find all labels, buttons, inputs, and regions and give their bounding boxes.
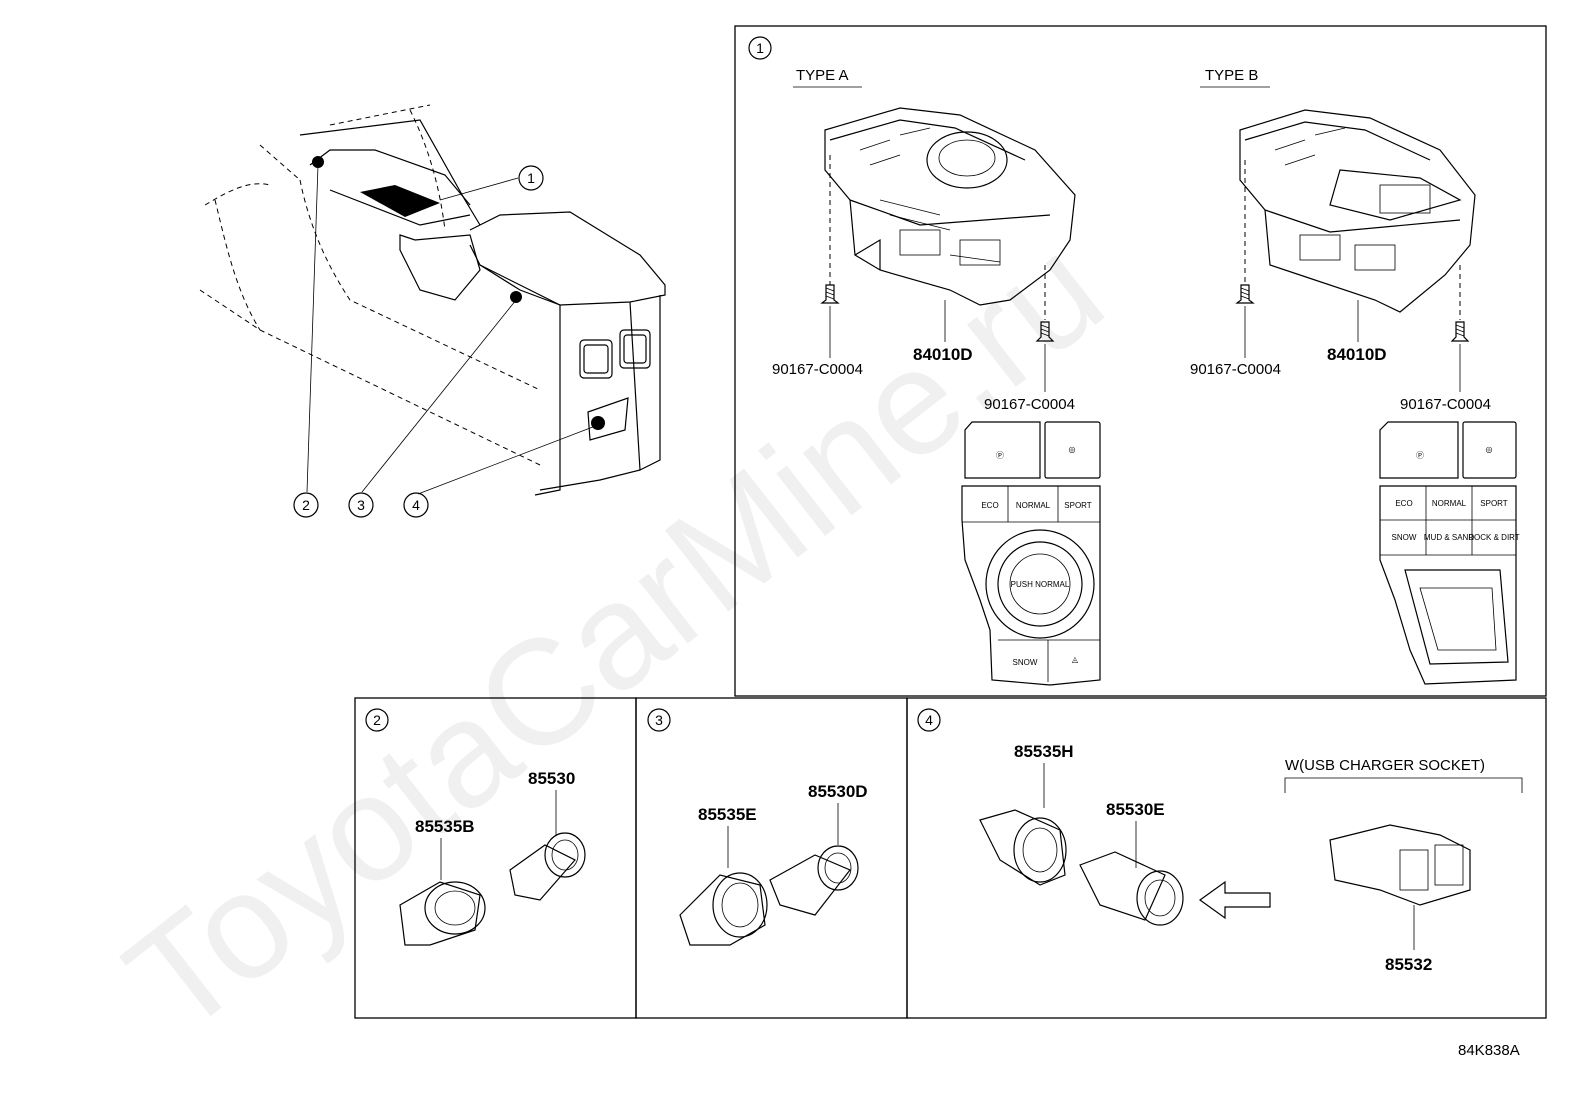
type-a: TYPE A 90167-C0004 (772, 67, 1101, 686)
panel-3-callout: 3 (655, 712, 663, 728)
panel-4-part-85532: 85532 (1385, 955, 1432, 974)
panel-3-socket-85530D[interactable] (769, 845, 859, 916)
svg-text:Ⓟ: Ⓟ (1416, 451, 1424, 460)
type-a-push-normal-knob[interactable]: PUSH NORMAL (1011, 580, 1070, 589)
type-b-screw-right-label: 90167-C0004 (1400, 396, 1491, 413)
panel-4-holder-85535H[interactable] (979, 809, 1067, 886)
type-a-switch-module[interactable] (824, 107, 1076, 306)
panel-2-holder-85535B[interactable] (399, 881, 486, 946)
type-a-screw-left-label: 90167-C0004 (772, 361, 863, 378)
svg-text:1: 1 (527, 170, 535, 186)
type-b-screw-left-label: 90167-C0004 (1190, 361, 1281, 378)
panel-2-socket-85530[interactable] (509, 832, 586, 901)
panel-2-part-85535B: 85535B (415, 817, 475, 836)
type-b-eco-button[interactable]: ECO (1395, 499, 1412, 508)
overview-callout-2[interactable]: 2 (293, 492, 319, 518)
type-b-switch-module[interactable] (1239, 109, 1476, 313)
panel-4-part-85535H: 85535H (1014, 742, 1074, 761)
type-b-assembly-label: 84010D (1327, 345, 1387, 364)
overview-callout-4[interactable]: 4 (403, 492, 429, 518)
svg-text:◬: ◬ (1072, 655, 1079, 664)
svg-text:3: 3 (357, 497, 365, 513)
type-b-screw-left[interactable] (1235, 160, 1255, 358)
type-b: TYPE B 90167-C0004 90167-C0004 84 (1190, 67, 1520, 685)
panel-3-part-85530D: 85530D (808, 782, 868, 801)
panel-2-part-85530: 85530 (528, 769, 575, 788)
overview-callout-1[interactable]: 1 (518, 165, 544, 191)
type-a-face-view: Ⓟ ◎ ECO NORMAL SPORT PUSH NORMAL SNOW ◬ (961, 421, 1101, 686)
type-b-title: TYPE B (1205, 67, 1258, 84)
watermark: ToyotaCarMine.ru (96, 204, 1132, 1065)
type-b-sport-button[interactable]: SPORT (1480, 499, 1508, 508)
panel-4-socket-85530E[interactable] (1079, 851, 1184, 926)
svg-text:4: 4 (412, 497, 420, 513)
type-a-eco-button[interactable]: ECO (981, 501, 998, 510)
svg-text:Ⓟ: Ⓟ (996, 451, 1004, 460)
panel-4-callout: 4 (925, 712, 933, 728)
panel-3-part-85535E: 85535E (698, 805, 757, 824)
panel-1-callout: 1 (756, 40, 764, 56)
svg-text:2: 2 (302, 497, 310, 513)
panel-4-usb-socket-85532[interactable] (1329, 824, 1471, 906)
type-b-normal-button[interactable]: NORMAL (1432, 499, 1467, 508)
panel-2-callout: 2 (373, 712, 381, 728)
console-overview (199, 104, 666, 496)
type-b-snow-button[interactable]: SNOW (1392, 533, 1417, 542)
type-a-assembly-label: 84010D (913, 345, 973, 364)
panel-3: 3 85530D 85535E (635, 697, 908, 1019)
type-a-sport-button[interactable]: SPORT (1064, 501, 1092, 510)
panel-4: 4 85535H 85530E W(USB CHARGER SOCKET) 85… (906, 697, 1547, 1019)
type-a-screw-right-label: 90167-C0004 (984, 396, 1075, 413)
type-b-screw-right[interactable] (1450, 265, 1470, 392)
panel-4-part-85530E: 85530E (1106, 800, 1165, 819)
type-b-mud-sand-button[interactable]: MUD & SAND (1424, 533, 1474, 542)
panel-2: 2 85530 85535B (354, 697, 637, 1019)
type-a-snow-button[interactable]: SNOW (1013, 658, 1038, 667)
type-a-screw-right[interactable] (1035, 265, 1055, 392)
drawing-code: 84K838A (1458, 1042, 1520, 1059)
type-a-screw-left[interactable] (820, 155, 840, 358)
type-b-face-view: Ⓟ ◎ ECO NORMAL SPORT SNOW MUD & SAND ROC… (1379, 421, 1520, 685)
type-a-normal-button[interactable]: NORMAL (1016, 501, 1051, 510)
type-b-rock-dirt-button[interactable]: ROCK & DIRT (1468, 533, 1520, 542)
panel-4-variant-label: W(USB CHARGER SOCKET) (1285, 757, 1485, 774)
panel-4-arrow-icon (1198, 880, 1271, 920)
panel-3-holder-85535E[interactable] (679, 872, 768, 946)
type-a-title: TYPE A (796, 67, 849, 84)
svg-text:◎: ◎ (1069, 445, 1076, 454)
overview-callout-3[interactable]: 3 (348, 492, 374, 518)
svg-text:◎: ◎ (1486, 445, 1493, 454)
panel-1: 1 (734, 25, 1547, 697)
